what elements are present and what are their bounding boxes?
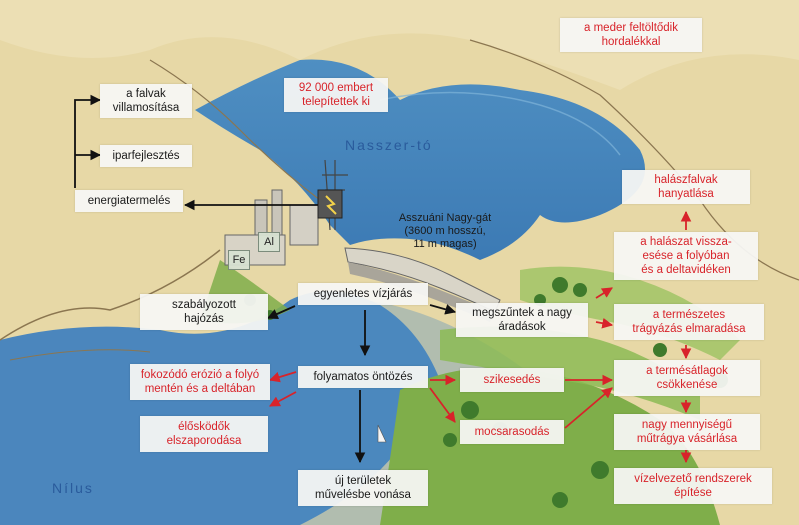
box-aradasok: megszűntek a nagy áradások	[456, 303, 588, 337]
flow-arrows-black	[74, 94, 457, 464]
box-halaszfalvak: halászfalvak hanyatlása	[622, 170, 750, 204]
box-vizjaras: egyenletes vízjárás	[298, 283, 428, 305]
box-iparfejlesztes: iparfejlesztés	[100, 145, 192, 167]
dam-label: Asszuáni Nagy-gát (3600 m hosszú, 11 m m…	[398, 212, 492, 250]
box-elosdokok: élősködők elszaporodása	[140, 416, 268, 452]
flow-arrows-red	[268, 210, 692, 464]
box-hajozas: szabályozott hajózás	[140, 294, 268, 330]
box-szikesedes: szikesedés	[460, 368, 564, 392]
box-mocsarasodas: mocsarasodás	[460, 420, 564, 444]
palm-trees	[244, 277, 728, 508]
box-erozio: fokozódó erózió a folyó mentén és a delt…	[130, 364, 270, 400]
box-energiatermeles: energiatermelés	[75, 190, 183, 212]
river-label: Nílus	[52, 480, 94, 496]
box-ontozes: folyamatos öntözés	[298, 366, 428, 388]
box-telepites: 92 000 embert telepítettek ki	[284, 78, 388, 112]
box-termesatlag: a termésátlagok csökkenése	[614, 360, 760, 396]
sailboat	[377, 424, 387, 443]
box-halaszat: a halászat vissza- esése a folyóban és a…	[614, 232, 758, 280]
iron-symbol: Fe	[228, 250, 250, 270]
box-vizelvezeto: vízelvezető rendszerek építése	[614, 468, 772, 504]
aluminium-symbol: Al	[258, 232, 280, 252]
box-villamositas: a falvak villamosítása	[100, 84, 192, 118]
box-uj-teruletek: új területek művelésbe vonása	[298, 470, 428, 506]
box-mutragya: nagy mennyiségű műtrágya vásárlása	[614, 414, 760, 450]
lake-label: Nasszer-tó	[345, 137, 433, 153]
box-tragyazas: a természetes trágyázás elmaradása	[614, 304, 764, 340]
box-meder: a meder feltöltődik hordalékkal	[560, 18, 702, 52]
